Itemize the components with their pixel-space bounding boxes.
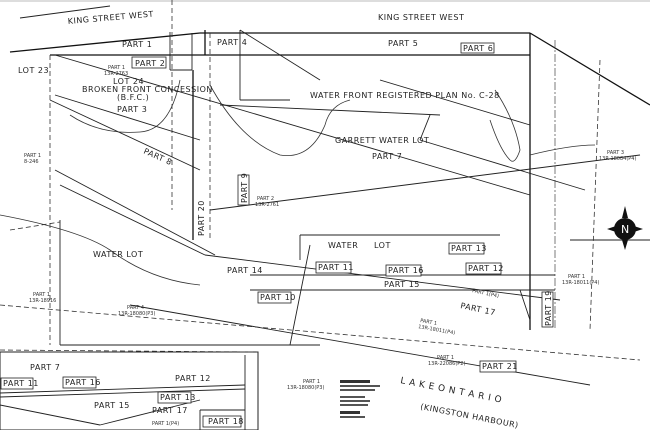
water-lot-label: LOT [374,241,391,250]
part-13-label: PART 13 [451,244,487,253]
north-arrow-icon: N [607,206,643,250]
inset-part-18-label: PART 18 [208,417,244,426]
north-letter: N [621,223,629,236]
part-20-label: PART 20 [197,200,206,236]
part-17-label: PART 17 [460,301,497,317]
lot-label: LOT 23 [18,66,49,75]
inset-part-17-label: PART 17 [152,406,188,415]
ref-label: 13R-18080(P3) [118,311,155,317]
part-2-label: PART 2 [135,59,165,68]
harbour-label: (KINGSTON HARBOUR) [420,402,520,430]
inset-part-15-label: PART 15 [94,401,130,410]
ref-label: PART 3 [607,150,624,156]
inset-part-16-label: PART 16 [65,378,101,387]
part-14-label: PART 14 [227,266,263,275]
street-lines [9,5,650,106]
ref-label: 13R-18011(P4) [418,324,456,336]
ref-label: PART 1 [24,153,41,159]
part-7-label: PART 7 [372,152,402,161]
ref-label: 13R-2761 [255,202,279,208]
part-9-label: PART 9 [240,173,249,203]
lake-label: L A K E O N T A R I O [399,376,502,406]
ref-label: PART 1 [303,379,320,385]
ref-label: 13R-22086(P2) [428,361,465,367]
registered-plan-label: WATER FRONT REGISTERED PLAN No. C-28 [310,91,500,100]
ref-label: 13R-2763 [104,71,128,77]
ref-label: PART 1 [420,318,438,327]
street-label: KING STREET WEST [67,10,154,26]
ref-label: PART 1(P4) [472,288,500,300]
water-lot-label: WATER LOT [93,250,143,259]
part-12-label: PART 12 [468,264,504,273]
ref-label: 13R-18011(P4) [562,280,599,286]
part-16-label: PART 16 [388,266,424,275]
inset-part-11-label: PART 11 [3,379,39,388]
part-21-label: PART 21 [482,362,518,371]
concession-label: BROKEN FRONT CONCESSION [82,85,213,94]
part-4-label: PART 4 [217,38,247,47]
ref-label: PART 4 [127,305,144,311]
part-11-label: PART 11 [318,263,354,272]
ref-label: PART 1 [108,65,125,71]
inset-detail: PART 7 PART 11 PART 16 PART 12 PART 15 P… [0,349,259,430]
part-6-label: PART 6 [463,44,493,53]
ref-label: PART 1 [33,292,50,298]
part-5-label: PART 5 [388,39,418,48]
ref-label: 13R-18080(P3) [287,385,324,391]
part-19-label: PART 19 [544,290,553,326]
water-lot-label: WATER [328,241,358,250]
part-10-label: PART 10 [260,293,296,302]
concession-abbr-label: (B.F.C.) [117,93,149,102]
ref-label: 13R-18916 [29,298,56,304]
water-lot-curves [0,79,596,286]
inset-part-p4-label: PART 1(P4) [152,421,179,427]
ref-label: PART 1 [568,274,585,280]
inset-part-12-label: PART 12 [175,374,211,383]
water-lot-label: GARRETT WATER LOT [335,136,429,145]
street-label: KING STREET WEST [378,13,464,22]
part-8-label: PART 8 [142,147,173,168]
notes-block [340,380,380,418]
part-3-label: PART 3 [117,105,147,114]
part-1-label: PART 1 [122,40,152,49]
ref-label: PART 1 [437,355,454,361]
lot-label: LOT 24 [113,77,144,86]
ref-label: 13R-18084(P4) [599,156,636,162]
part-labels: PART 1 PART 2 PART 3 PART 4 PART 5 PART … [117,38,554,373]
part-15-label: PART 15 [384,280,420,289]
inset-part-7-label: PART 7 [30,363,60,372]
inset-part-13-label: PART 13 [160,393,196,402]
ref-label: 8-246 [24,159,39,165]
ref-label: PART 2 [257,196,274,202]
